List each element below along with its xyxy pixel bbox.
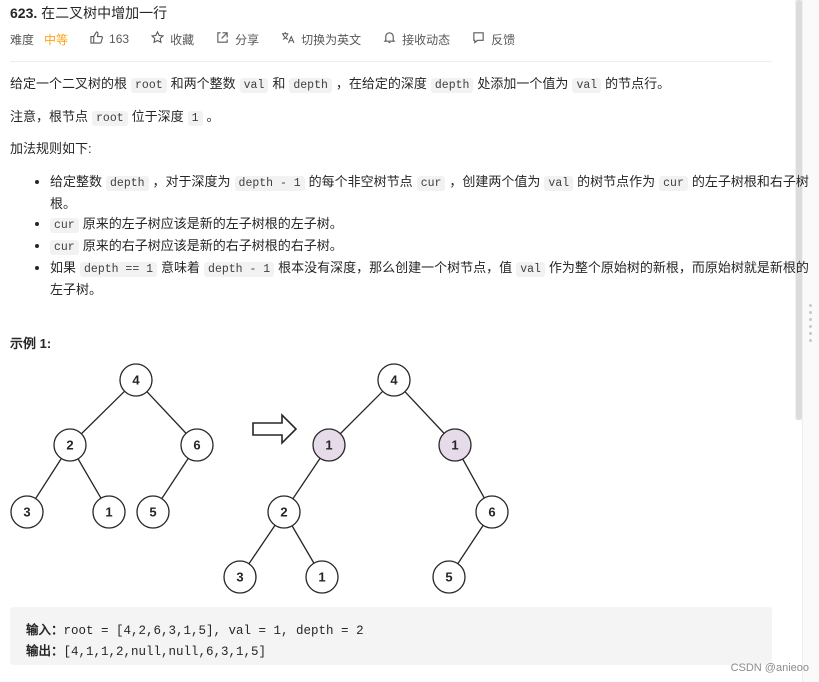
example-output: 输出：[4,1,1,2,null,null,6,3,1,5]: [26, 644, 267, 659]
resize-grip[interactable]: [809, 300, 815, 346]
svg-text:4: 4: [132, 373, 140, 388]
svg-text:5: 5: [149, 505, 156, 520]
arrow-icon: [252, 413, 298, 445]
tree-after-node: 1: [305, 560, 339, 594]
difficulty: 难度 中等: [10, 31, 68, 48]
like-count: 163: [109, 32, 130, 46]
svg-text:5: 5: [445, 570, 452, 585]
example-io-block: 输入：root = [4,2,6,3,1,5], val = 1, depth …: [10, 607, 772, 665]
feedback-label: 反馈: [491, 32, 516, 47]
tree-after-edges: [239, 379, 493, 578]
tree-after-node: 4: [377, 363, 411, 397]
tree-after-node: 2: [267, 495, 301, 529]
share-button[interactable]: 分享: [216, 31, 259, 48]
svg-text:1: 1: [318, 570, 325, 585]
tree-after-new-node: 1: [438, 428, 472, 462]
follow-label: 接收动态: [402, 32, 451, 47]
svg-text:2: 2: [66, 438, 73, 453]
thumbs-up-icon: [90, 31, 103, 47]
example-title: 示例 1:: [10, 336, 52, 351]
problem-number: 623.: [10, 5, 38, 21]
header-divider: [10, 61, 772, 62]
translate-icon: [281, 31, 295, 47]
switch-language-button[interactable]: 切换为英文: [281, 31, 361, 48]
scrollbar[interactable]: [795, 0, 803, 420]
svg-text:2: 2: [280, 505, 287, 520]
tree-before-node: 3: [10, 495, 44, 529]
svg-text:1: 1: [451, 438, 458, 453]
svg-text:6: 6: [193, 438, 200, 453]
star-icon: [150, 30, 165, 47]
switch-language-label: 切换为英文: [301, 32, 362, 47]
tree-after-node: 6: [475, 495, 509, 529]
feedback-button[interactable]: 反馈: [472, 31, 515, 48]
tree-before-node: 1: [92, 495, 126, 529]
tree-before-node: 2: [53, 428, 87, 462]
favorite-button[interactable]: 收藏: [150, 30, 195, 48]
tree-before-node: 6: [180, 428, 214, 462]
share-icon: [216, 31, 229, 47]
tree-before-edges: [26, 379, 198, 513]
difficulty-label: 难度: [10, 32, 35, 47]
tree-after-new-node: 1: [312, 428, 346, 462]
right-panel-edge: [802, 0, 819, 682]
tree-after-node: 3: [223, 560, 257, 594]
svg-text:4: 4: [390, 373, 398, 388]
tree-before-node: 4: [119, 363, 153, 397]
problem-title: 623. 在二叉树中增加一行: [10, 3, 167, 23]
follow-button[interactable]: 接收动态: [383, 31, 450, 48]
problem-name: 在二叉树中增加一行: [41, 5, 168, 21]
bell-icon: [383, 31, 396, 47]
watermark: CSDN @anieoo: [730, 662, 809, 674]
problem-meta-bar: 难度 中等 163 收藏 分享 切换为英文 接收动态 反馈: [10, 30, 537, 48]
svg-text:1: 1: [105, 505, 112, 520]
tree-after-node: 5: [432, 560, 466, 594]
description-paragraph-3: 加法规则如下:: [10, 141, 92, 156]
difficulty-value: 中等: [44, 32, 69, 47]
example-tree-diagram: 4 2 6 3 1 5 4 1 1 2 6 3 1 5: [10, 363, 509, 594]
svg-text:6: 6: [488, 505, 495, 520]
svg-text:3: 3: [236, 570, 243, 585]
svg-text:1: 1: [325, 438, 332, 453]
favorite-label: 收藏: [170, 32, 195, 47]
example-input: 输入：root = [4,2,6,3,1,5], val = 1, depth …: [26, 623, 364, 638]
tree-before-node: 5: [136, 495, 170, 529]
feedback-icon: [472, 31, 485, 47]
scrollbar-thumb[interactable]: [796, 0, 802, 420]
like-button[interactable]: 163: [90, 31, 129, 47]
svg-text:3: 3: [23, 505, 30, 520]
share-label: 分享: [235, 32, 260, 47]
